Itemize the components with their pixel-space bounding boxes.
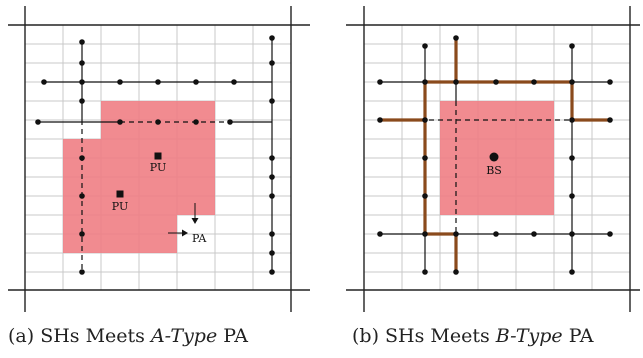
nodes-b: [377, 35, 613, 275]
caption-a: (a) SHs Meets A-Type PA: [8, 325, 248, 347]
frame-a: [8, 6, 310, 312]
protected-area-a: [63, 101, 215, 253]
pu-marker-1: [154, 152, 162, 160]
bs-label: BS: [486, 164, 502, 177]
pu-label-2: PU: [112, 200, 128, 213]
nodes-a: [35, 35, 275, 275]
panel-a: PU PU PA (a) SHs Meets A-Type PA: [8, 6, 310, 347]
frame-b: [346, 6, 640, 312]
pa-arrows: [168, 203, 199, 237]
pu-label-1: PU: [150, 161, 166, 174]
panel-b: BS (b) SHs Meets B-Type PA: [346, 6, 640, 347]
base-station-marker: [489, 152, 499, 162]
pa-label: PA: [192, 232, 207, 245]
pu-marker-2: [116, 190, 124, 198]
caption-b: (b) SHs Meets B-Type PA: [352, 325, 594, 347]
